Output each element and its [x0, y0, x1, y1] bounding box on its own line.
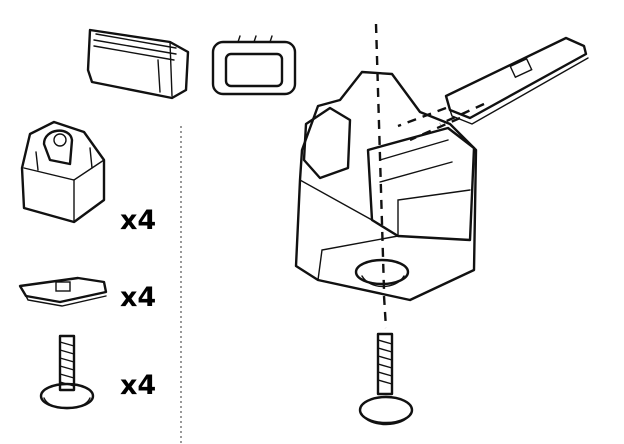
alignment-line	[374, 23, 386, 291]
rubber-block-part	[20, 120, 106, 224]
insertion-arrows	[397, 102, 485, 142]
carriage-bolt-quantity: x4	[120, 370, 156, 401]
assembly-illustration	[294, 23, 478, 329]
carriage-bolt-part	[39, 334, 95, 410]
inserting-slide-plate	[444, 36, 589, 125]
assembly-bolt	[358, 332, 414, 426]
rail-profile	[86, 28, 190, 100]
rubber-block-quantity: x4	[120, 205, 156, 236]
rail-cross-section	[211, 35, 297, 96]
assembled-block	[294, 70, 478, 302]
slide-plate-quantity: x4	[120, 282, 156, 313]
slide-plate-part	[18, 276, 108, 307]
